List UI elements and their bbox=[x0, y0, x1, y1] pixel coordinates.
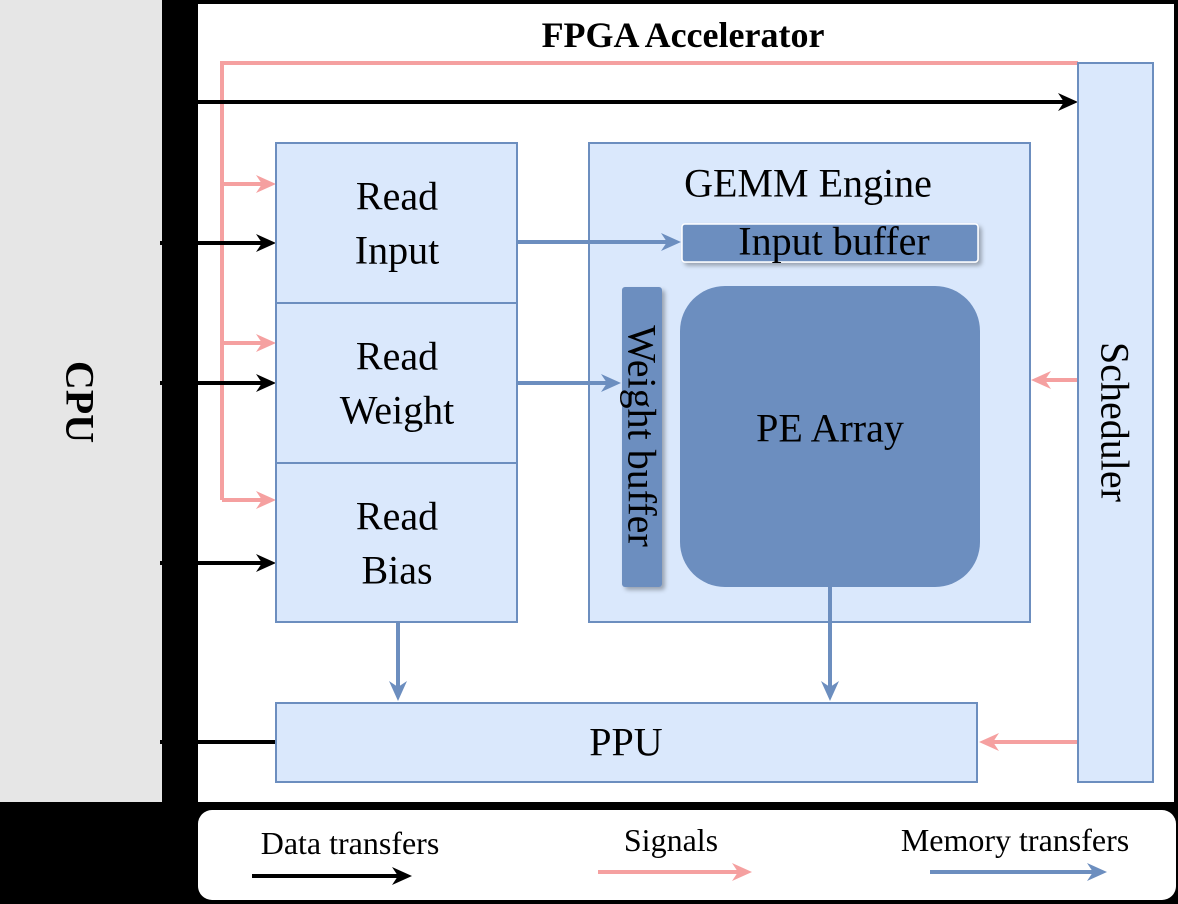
gemm-engine-block: GEMM Engine Input buffer Weight buffer P… bbox=[588, 142, 1031, 623]
read-bias-box bbox=[275, 462, 518, 623]
ppu-block: PPU bbox=[275, 702, 978, 783]
read-input-block: Read Input bbox=[275, 142, 518, 304]
cpu-panel-fill bbox=[0, 0, 162, 802]
read-weight-block: Read Weight bbox=[275, 302, 518, 464]
weight-buffer-label: Weight buffer bbox=[620, 325, 665, 547]
memory-transfer-lines bbox=[389, 233, 839, 701]
ppu-box bbox=[275, 702, 978, 783]
ppu-label: PPU bbox=[589, 720, 662, 765]
read-bias-label-line-1: Read bbox=[356, 494, 438, 539]
weight-buffer-box bbox=[622, 287, 662, 587]
read-weight-label-line-2: Weight bbox=[340, 388, 455, 433]
read-bias-block: Read Bias bbox=[275, 462, 518, 623]
read-weight-label-line-1: Read bbox=[356, 334, 438, 379]
signal-bus bbox=[220, 61, 1078, 500]
read-input-box bbox=[275, 142, 518, 304]
fpga-title: FPGA Accelerator bbox=[542, 15, 825, 55]
cpu-label: CPU bbox=[58, 361, 103, 443]
legend-item-memory-transfers: Memory transfers bbox=[901, 822, 1129, 881]
read-bias-label-line-2: Bias bbox=[361, 548, 432, 593]
read-input-label-line-1: Read bbox=[356, 174, 438, 219]
read-input-label-line-2: Input bbox=[355, 228, 439, 273]
gemm-engine-label: GEMM Engine bbox=[684, 161, 932, 206]
scheduler-block: Scheduler bbox=[1077, 62, 1154, 783]
input-buffer-label: Input buffer bbox=[738, 219, 929, 264]
pe-array-label: PE Array bbox=[756, 406, 904, 451]
data-transfer-lines bbox=[160, 93, 1078, 744]
signal-lines bbox=[220, 61, 1078, 751]
legend-signals-label: Signals bbox=[624, 822, 718, 858]
input-buffer-box bbox=[681, 223, 979, 263]
legend: Data transfers Signals Memory transfers bbox=[198, 810, 1176, 900]
pe-array: PE Array bbox=[680, 286, 980, 587]
legend-item-signals: Signals bbox=[598, 822, 752, 881]
legend-item-data-transfers: Data transfers bbox=[252, 825, 440, 885]
input-buffer: Input buffer bbox=[681, 219, 979, 264]
legend-data-transfers-label: Data transfers bbox=[261, 825, 440, 861]
pe-array-box bbox=[680, 286, 980, 587]
legend-box bbox=[198, 810, 1176, 900]
scheduler-label: Scheduler bbox=[1093, 342, 1138, 502]
scheduler-box bbox=[1077, 62, 1154, 783]
read-weight-box bbox=[275, 302, 518, 464]
legend-memory-transfers-label: Memory transfers bbox=[901, 822, 1129, 858]
weight-buffer: Weight buffer bbox=[620, 287, 665, 587]
cpu-panel: CPU bbox=[0, 0, 162, 802]
